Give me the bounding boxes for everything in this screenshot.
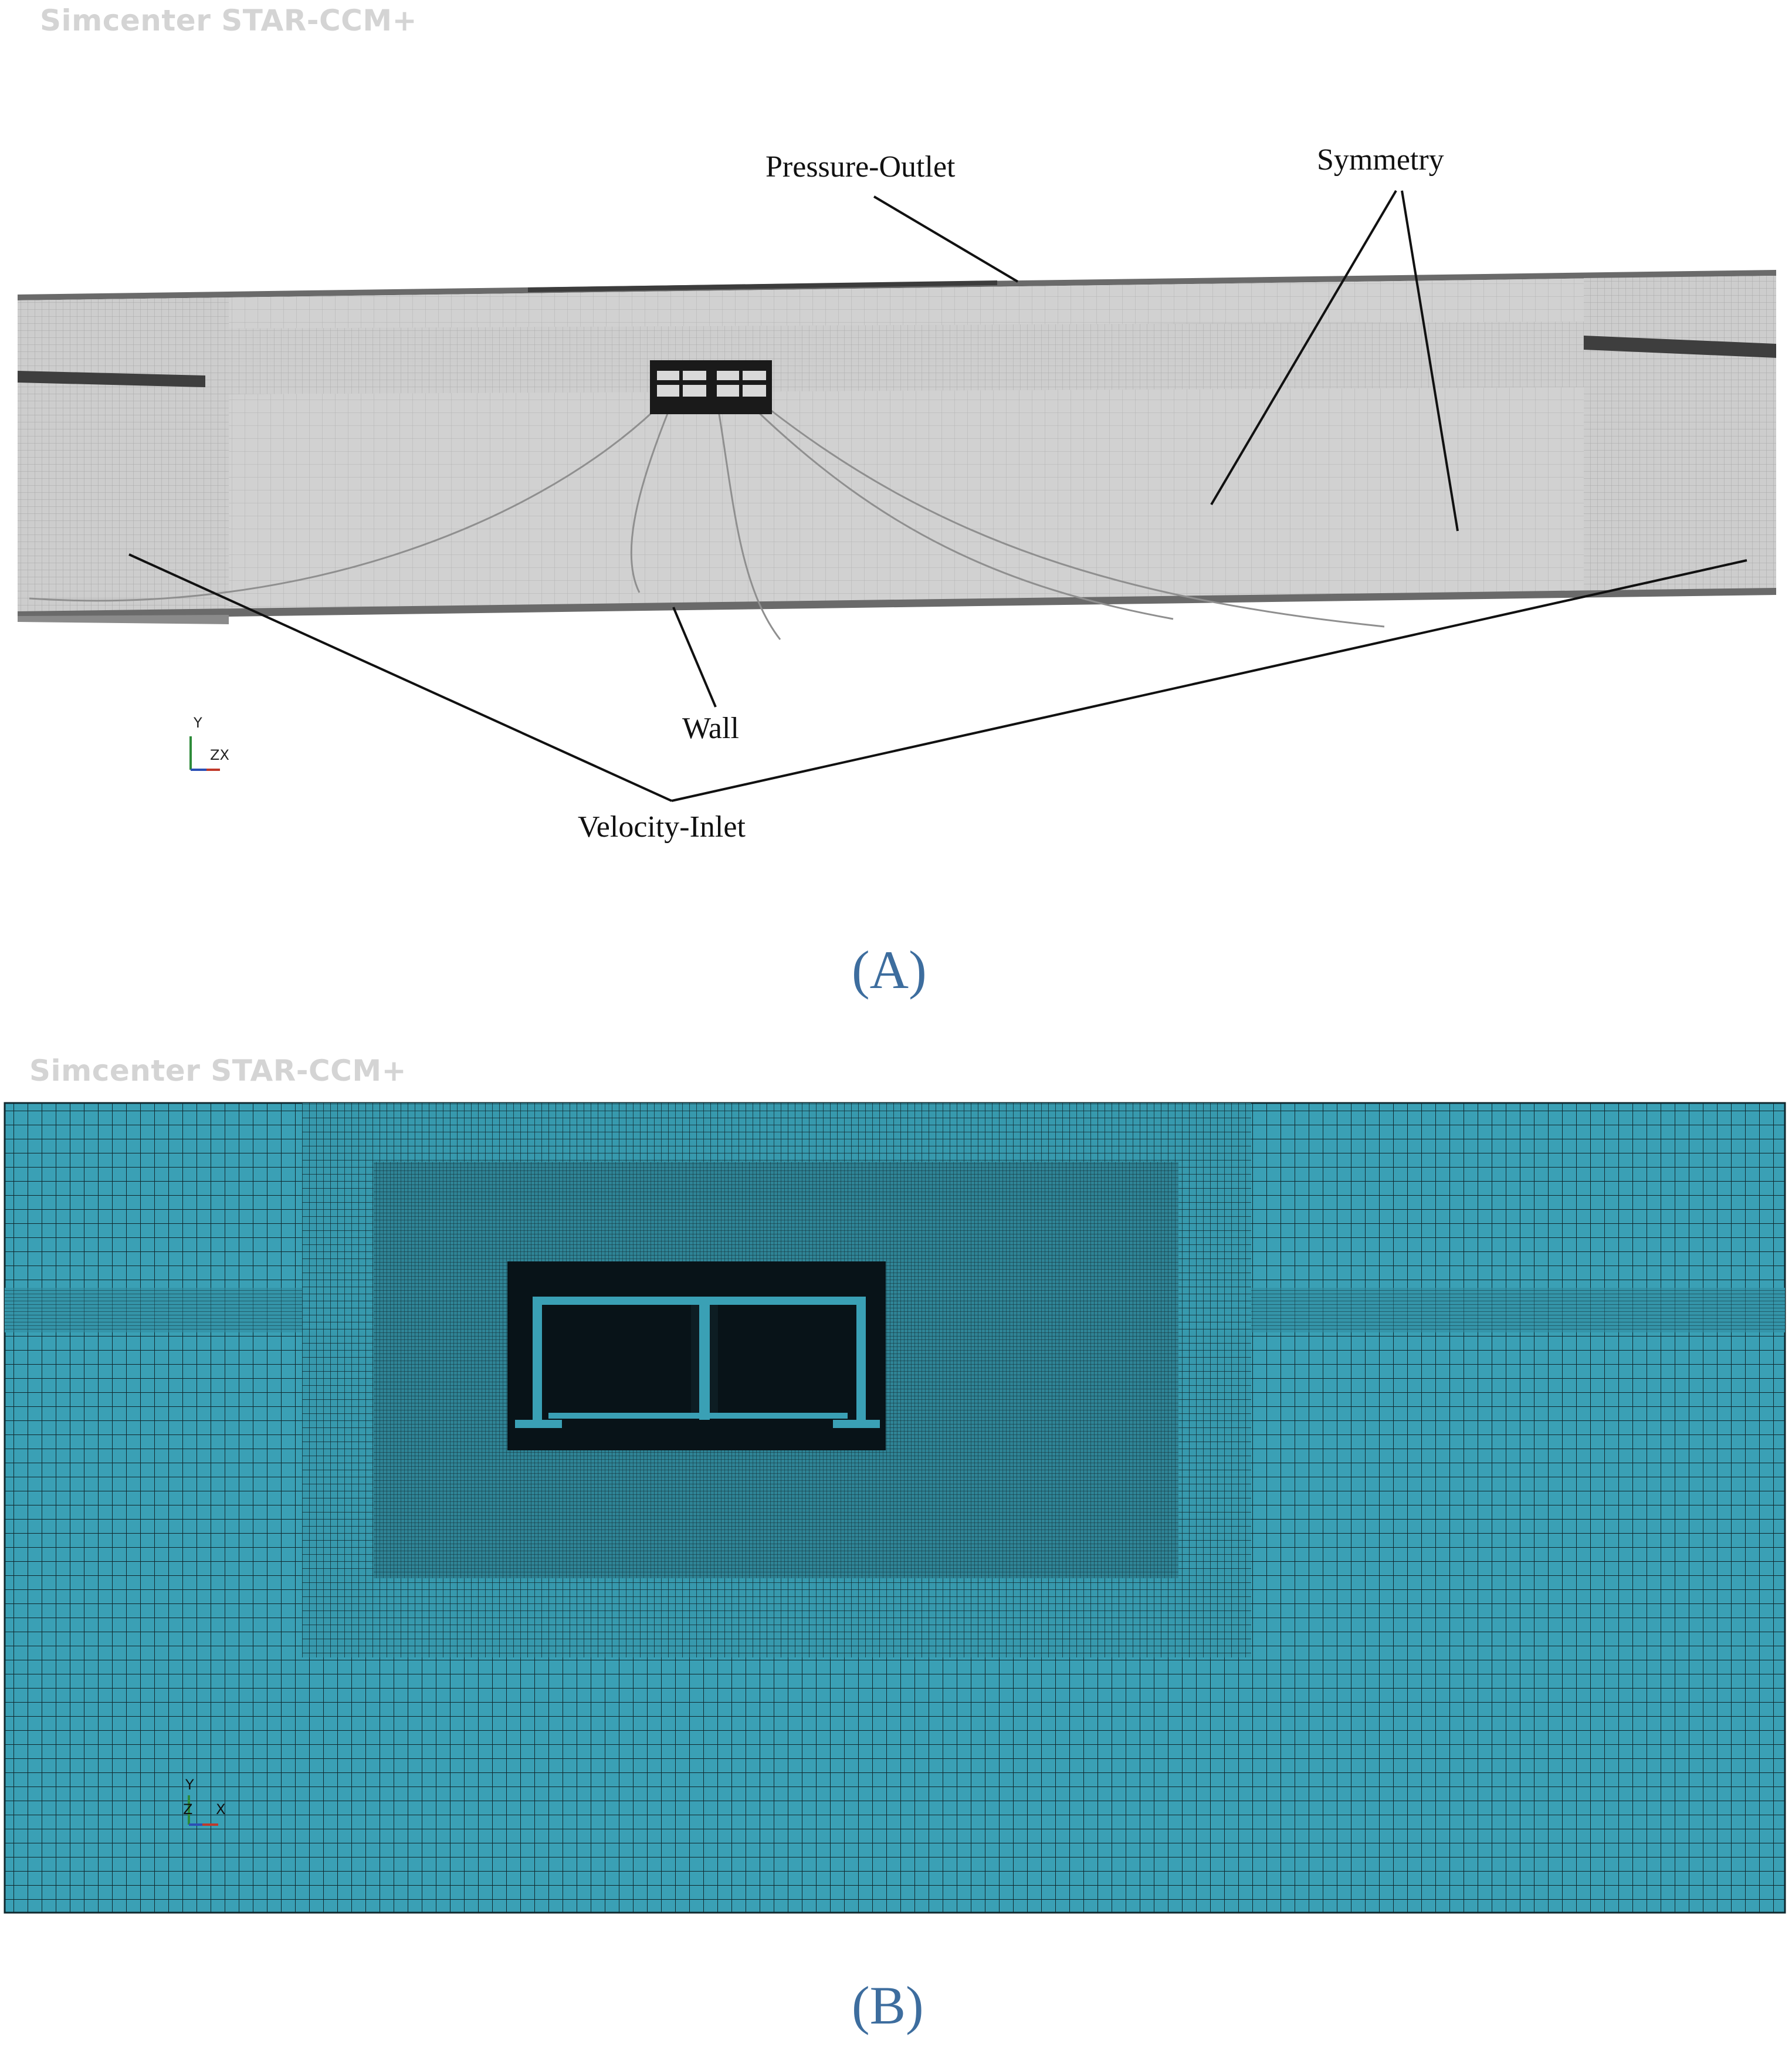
triad-a-y-label: Y <box>193 715 202 731</box>
triad-b-z-label: Z <box>183 1801 192 1818</box>
wall-leader <box>672 607 717 708</box>
velocity-inlet-leader-1 <box>128 553 672 802</box>
triad-a-zx-label: ZX <box>210 747 229 763</box>
symmetry-label: Symmetry <box>1317 143 1444 177</box>
velocity-inlet-label: Velocity-Inlet <box>578 810 746 844</box>
panel-a-domain-view: Y ZX <box>18 190 1776 802</box>
axis-triad-b: Y Z X <box>183 1777 225 1826</box>
mooring-line-3 <box>717 410 781 640</box>
panel-b-watermark: Simcenter STAR-CCM+ <box>29 1054 406 1088</box>
mooring-line-1 <box>29 410 655 602</box>
structure-cross-section <box>507 1261 886 1450</box>
mooring-line-2 <box>630 410 670 593</box>
symmetry-leader-1 <box>1210 190 1397 506</box>
panel-b-caption: (B) <box>852 1975 924 2035</box>
panel-a-watermark: Simcenter STAR-CCM+ <box>40 4 417 38</box>
symmetry-leader-2 <box>1401 190 1459 532</box>
triad-b-x-label: X <box>216 1801 225 1818</box>
mooring-line-4 <box>771 410 1385 628</box>
pressure-outlet-leader <box>873 195 1019 283</box>
wall-label: Wall <box>682 712 739 745</box>
velocity-inlet-leader-2 <box>671 559 1747 802</box>
triad-b-y-label: Y <box>185 1777 194 1793</box>
floating-structure <box>650 360 772 414</box>
panel-a-caption: (A) <box>852 940 927 1000</box>
pressure-outlet-label: Pressure-Outlet <box>765 150 956 184</box>
panel-b-mesh-view: Y Z X <box>4 1102 1786 1914</box>
domain-bottom-face <box>18 588 1776 620</box>
axis-triad-a: Y ZX <box>189 715 229 771</box>
